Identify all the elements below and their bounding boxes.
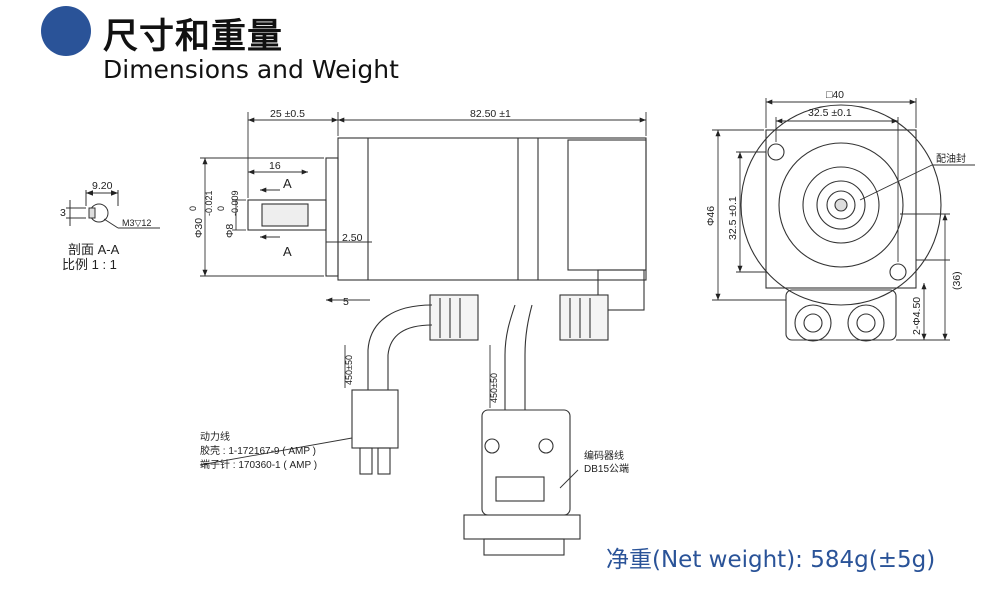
net-weight: 净重(Net weight): 584g(±5g) (606, 547, 936, 573)
dim-2-50: 2.50 (342, 232, 363, 244)
dim-d8: Φ8 (224, 224, 236, 238)
encoder-cable-title: 编码器线 (584, 449, 624, 462)
section-width-dim: 9.20 (92, 180, 113, 192)
oil-seal-label: 配油封 (936, 152, 966, 165)
dim-36: (36) (951, 271, 963, 290)
power-terminal: 端子针 : 170360-1 ( AMP ) (200, 458, 317, 471)
section-height-dim: 3 (60, 207, 66, 219)
section-scale: 比例 1 : 1 (62, 257, 117, 272)
dim-d8-tol-top: 0 (216, 206, 226, 211)
section-mark-bottom: A (283, 244, 292, 259)
dim-hole-spacing-v: 32.5 ±0.1 (727, 196, 739, 240)
power-housing: 胶壳 : 1-172167-9 ( AMP ) (200, 444, 316, 457)
title-english: Dimensions and Weight (103, 55, 399, 84)
dim-d30-tol-bot: -0.021 (204, 190, 214, 216)
section-mark-top: A (283, 176, 292, 191)
section-thread-dim: M3▽12 (122, 218, 151, 228)
side-view-motor (247, 137, 647, 556)
encoder-connector: DB15公端 (584, 462, 629, 475)
dim-mount-holes: 2-Φ4.50 (911, 297, 923, 335)
dim-flange-length: 25 ±0.5 (270, 108, 305, 120)
dim-square-40: □40 (826, 89, 844, 101)
power-cable-title: 动力线 (200, 430, 230, 443)
cable-length-encoder: 450±50 (489, 373, 499, 403)
dim-d30: Φ30 (193, 218, 205, 238)
title-bullet-icon (41, 6, 91, 56)
dim-shaft-length: 16 (269, 160, 281, 172)
front-view-dim-lines (712, 98, 975, 341)
side-view-dim-lines (199, 112, 647, 489)
dim-d8-tol-bot: -0.009 (230, 190, 240, 216)
cable-length-power: 450±50 (344, 355, 354, 385)
section-label: 剖面 A-A (68, 242, 120, 257)
dim-d30-tol-top: 0 (188, 206, 198, 211)
dim-body-length: 82.50 ±1 (470, 108, 511, 120)
section-a-a-view (66, 190, 160, 229)
title-chinese: 尺寸和重量 (103, 17, 284, 57)
dim-5: 5 (343, 296, 349, 308)
dim-hole-spacing-h: 32.5 ±0.1 (808, 107, 852, 119)
dim-d46: Φ46 (705, 206, 717, 226)
